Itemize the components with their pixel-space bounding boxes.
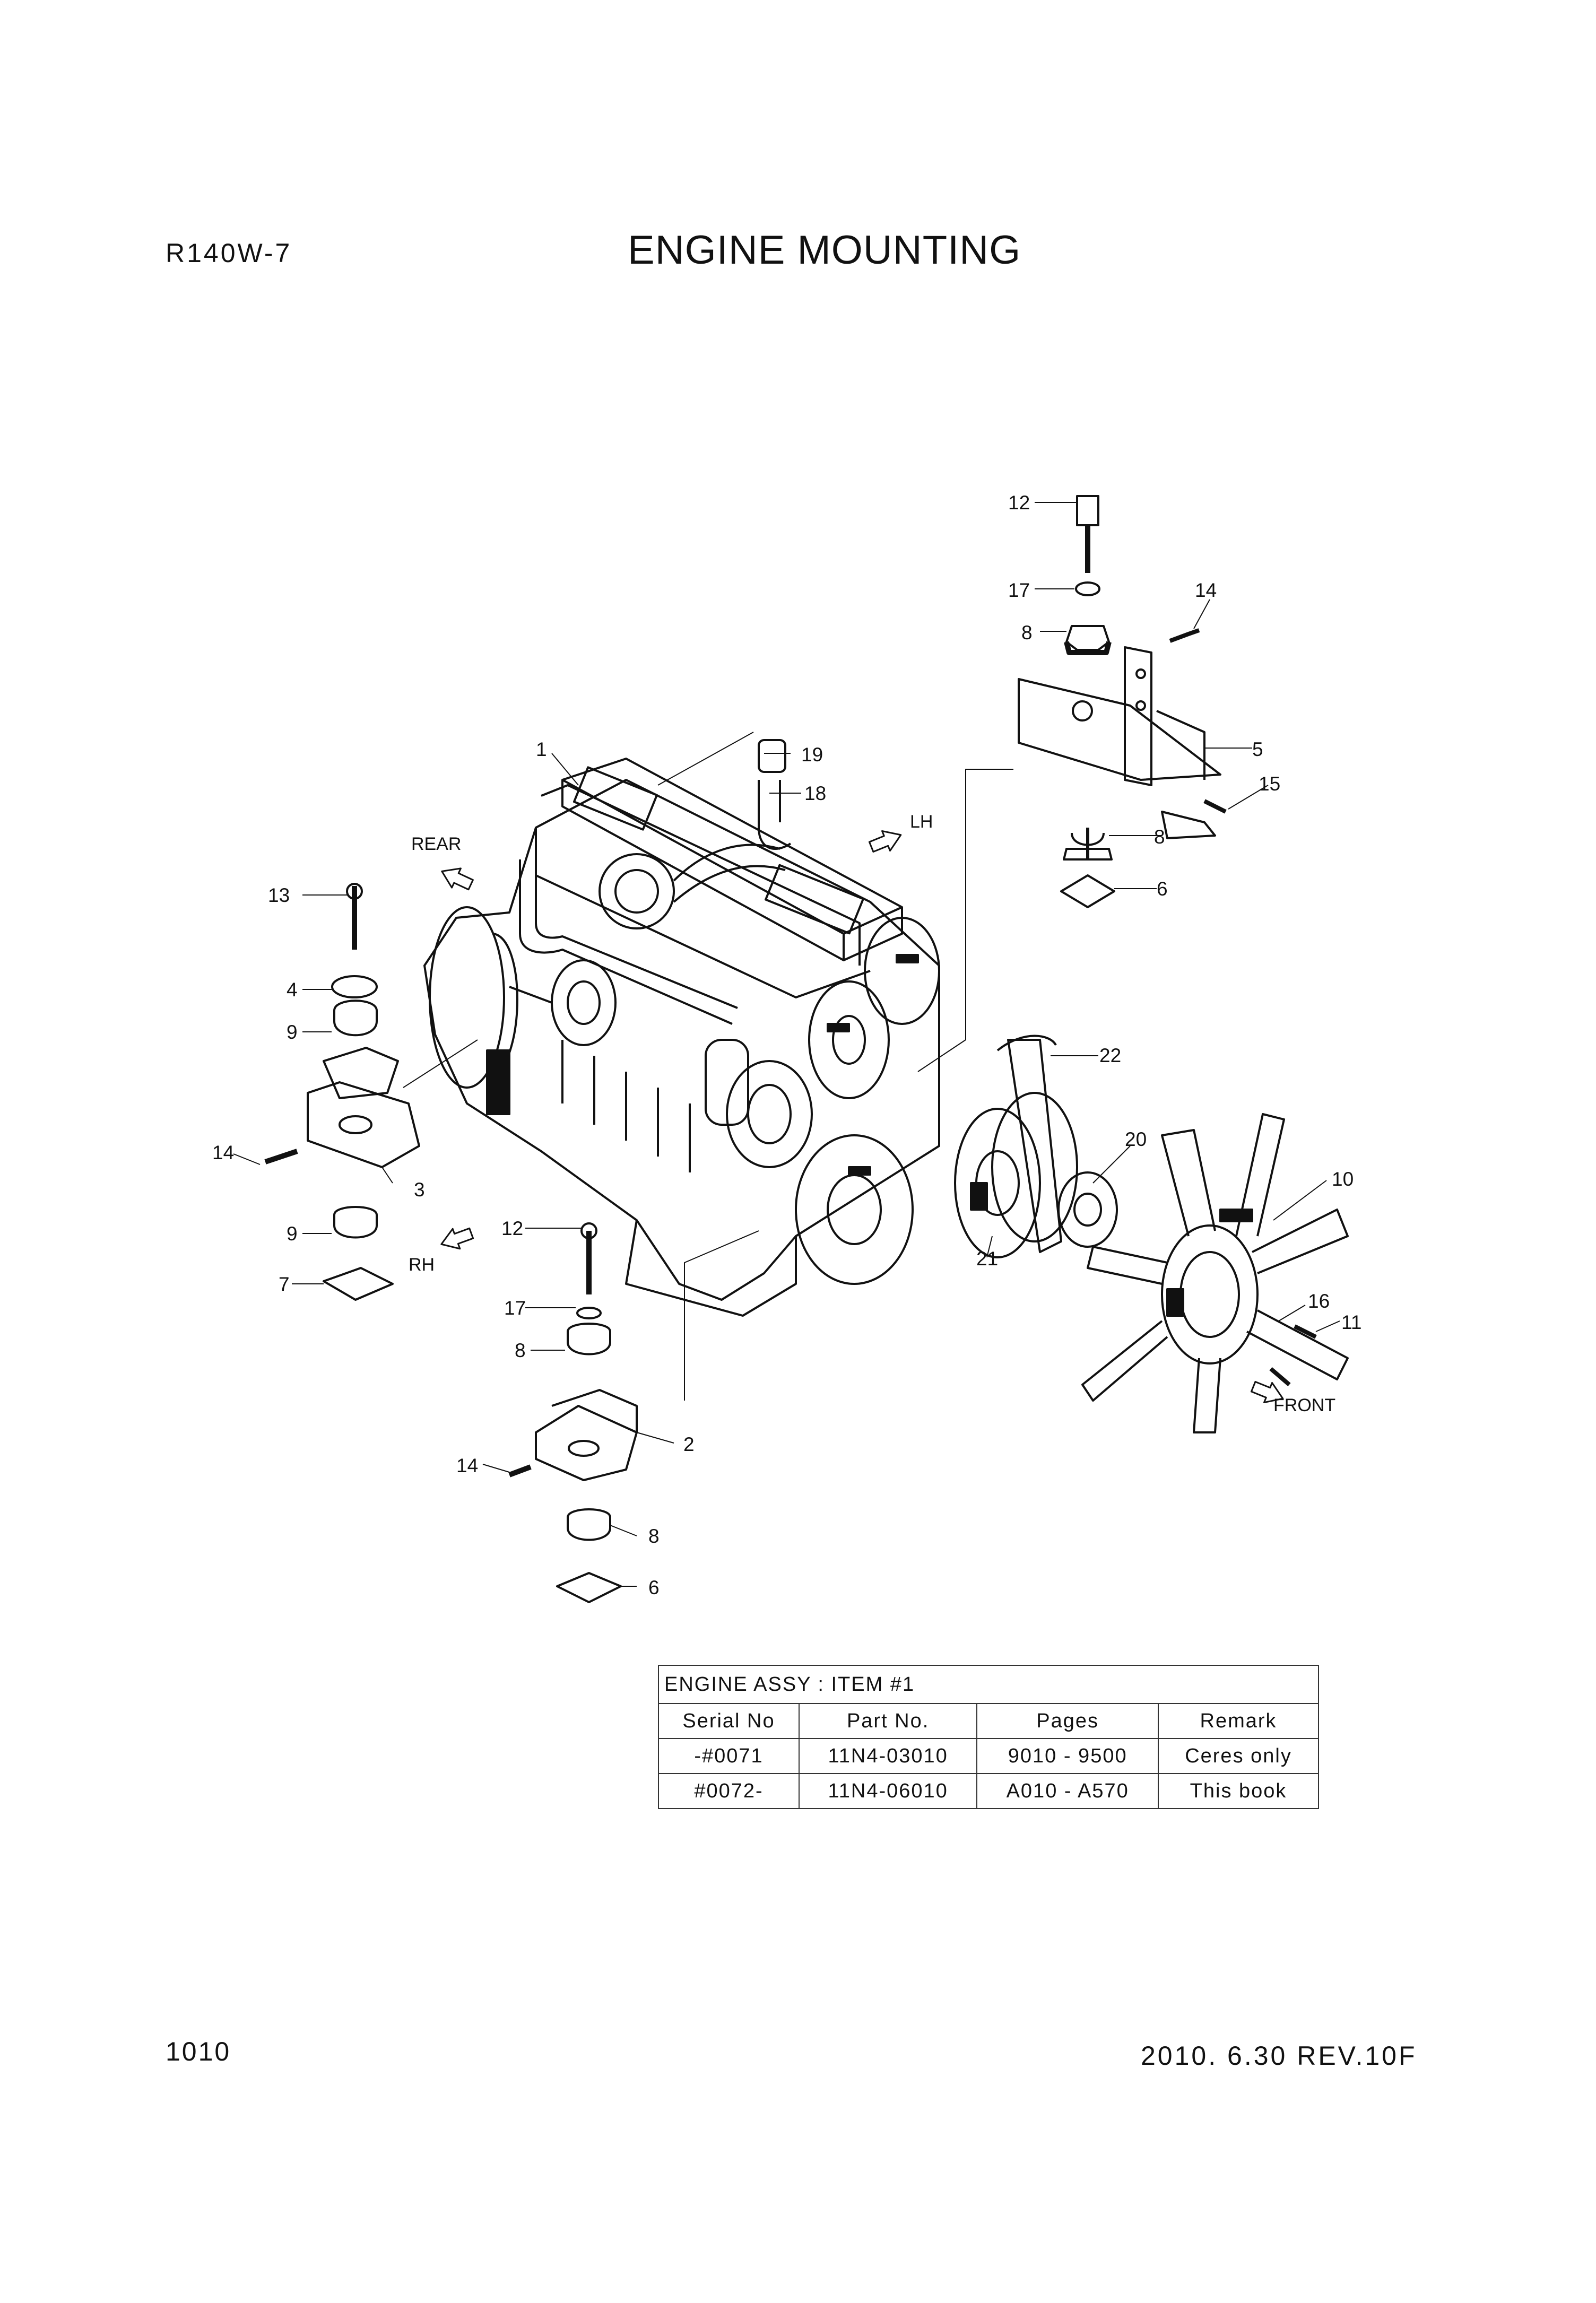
lh-arrow-icon (868, 830, 902, 853)
engine-assy-table: ENGINE ASSY : ITEM #1 Serial No Part No.… (658, 1664, 1319, 1809)
lower-bracket-group (508, 1222, 638, 1603)
rear-label: REAR (411, 834, 461, 854)
table-cell: A010 - A570 (976, 1773, 1159, 1809)
callout-1: 1 (536, 738, 547, 760)
rh-arrow-icon (440, 1227, 474, 1250)
table-cell: 11N4-03010 (798, 1738, 978, 1775)
callout-8a: 8 (1021, 622, 1033, 644)
page-title: ENGINE MOUNTING (628, 228, 1021, 273)
table-cell: 9010 - 9500 (976, 1738, 1159, 1775)
column-header: Part No. (798, 1703, 978, 1740)
callout-13: 13 (268, 884, 290, 906)
table-cell: Ceres only (1158, 1738, 1319, 1775)
callout-5: 5 (1252, 738, 1263, 760)
front-arrow-icon (1250, 1380, 1284, 1404)
callout-20: 20 (1125, 1128, 1147, 1150)
callout-numbers: 12 17 8 14 5 15 8 6 1 19 18 13 4 9 14 3 … (212, 492, 1361, 1598)
table-row: #0072- 11N4-06010 A010 - A570 This book (658, 1773, 1319, 1809)
callout-19: 19 (801, 744, 823, 766)
left-bracket-group (264, 883, 420, 1301)
table-cell: This book (1158, 1773, 1319, 1809)
callout-21: 21 (976, 1248, 998, 1270)
callout-4: 4 (287, 979, 298, 1001)
callout-8c: 8 (515, 1340, 526, 1361)
table-header-row: Serial No Part No. Pages Remark (658, 1703, 1319, 1740)
engine-assy-caption: ENGINE ASSY : ITEM #1 (658, 1664, 1319, 1705)
revision-date: 2010. 6.30 REV.10F (1141, 2041, 1417, 2071)
callout-8b: 8 (1154, 826, 1165, 848)
callout-16: 16 (1308, 1290, 1330, 1312)
callout-11: 11 (1341, 1311, 1361, 1333)
callout-9b: 9 (287, 1223, 298, 1245)
page-number: 1010 (166, 2037, 231, 2066)
table-cell: 11N4-06010 (798, 1773, 978, 1809)
callout-14b: 14 (212, 1142, 234, 1163)
direction-labels: REAR LH RH FRONT (409, 812, 1335, 1415)
callout-9a: 9 (287, 1021, 298, 1043)
engine-assembly (423, 739, 940, 1317)
rh-label: RH (409, 1255, 435, 1275)
front-label: FRONT (1273, 1395, 1335, 1415)
callout-22: 22 (1099, 1045, 1121, 1066)
callout-10: 10 (1332, 1168, 1354, 1190)
rear-arrow-icon (441, 867, 474, 891)
callout-14a: 14 (1195, 579, 1217, 601)
lh-label: LH (910, 812, 933, 832)
callout-17b: 17 (504, 1297, 526, 1319)
callout-12a: 12 (1008, 492, 1030, 514)
column-header: Pages (976, 1703, 1159, 1740)
callout-leaders (233, 502, 1340, 1587)
callout-7: 7 (279, 1273, 290, 1295)
fan-pulley-group (954, 1035, 1349, 1433)
callout-17a: 17 (1008, 579, 1030, 601)
table-cell: -#0071 (658, 1738, 800, 1775)
callout-18: 18 (804, 783, 826, 804)
assembly-leader-lines (403, 732, 1013, 1401)
callout-8d: 8 (648, 1525, 660, 1547)
callout-6a: 6 (1157, 878, 1168, 900)
table-row: -#0071 11N4-03010 9010 - 9500 Ceres only (658, 1738, 1319, 1775)
callout-14c: 14 (456, 1455, 478, 1476)
right-bracket-group (1018, 495, 1227, 908)
column-header: Remark (1158, 1703, 1319, 1740)
model-code: R140W-7 (166, 238, 292, 268)
direction-arrows (440, 830, 1284, 1404)
callout-15: 15 (1259, 773, 1280, 795)
table-cell: #0072- (658, 1773, 800, 1809)
callout-2: 2 (683, 1433, 695, 1455)
callout-6b: 6 (648, 1577, 660, 1598)
callout-3: 3 (414, 1179, 425, 1201)
column-header: Serial No (658, 1703, 800, 1740)
callout-12b: 12 (501, 1218, 523, 1239)
